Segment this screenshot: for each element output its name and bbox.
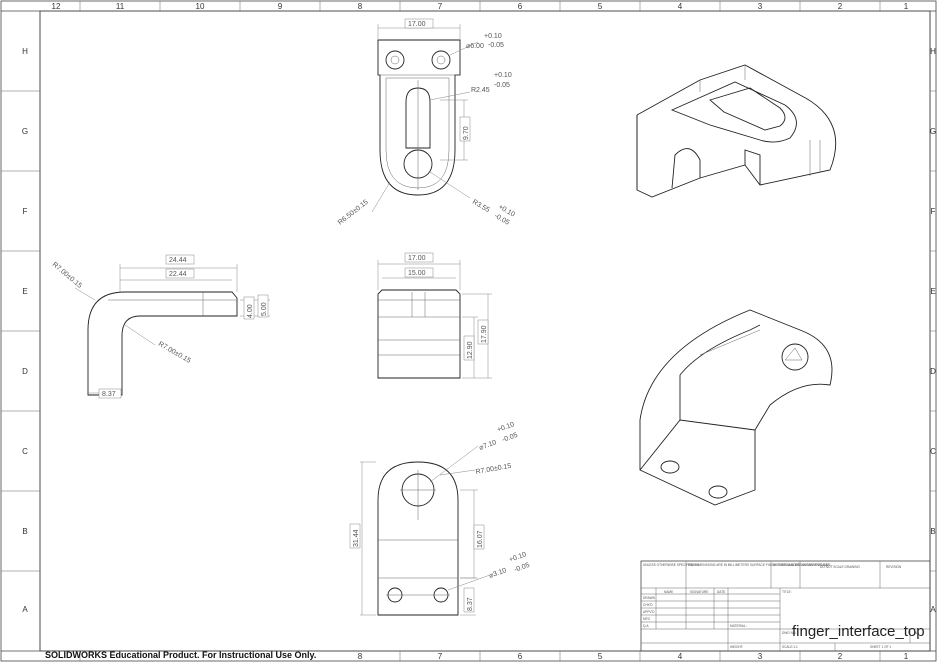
dim-small-hole-dia: ⌀3.10 bbox=[488, 567, 507, 580]
dim-bottom-hole-dia: ⌀7.10 bbox=[478, 439, 497, 452]
tb-sheet: SHEET 1 OF 1 bbox=[870, 645, 891, 649]
dim-slot-tol-minus: -0.05 bbox=[494, 82, 510, 89]
dim-front-inner: 15.00 bbox=[408, 270, 426, 277]
zone-row-B: B bbox=[22, 527, 27, 536]
title-block: UNLESS OTHERWISE SPECIFIED: DIMENSIONS A… bbox=[640, 560, 931, 652]
dim-slot-length: 9.70 bbox=[463, 126, 470, 140]
zone-col-12: 12 bbox=[52, 2, 61, 11]
tb-row-drawn: DRAWN bbox=[643, 596, 656, 600]
tb-dwg-no: DWG NO. bbox=[782, 631, 796, 635]
dim-top-width: 17.00 bbox=[408, 21, 426, 28]
dim-pin-radius: R3.55 bbox=[471, 199, 491, 214]
zone-col-3-bottom: 3 bbox=[758, 652, 763, 661]
tb-row-appvd: APPV'D bbox=[643, 610, 655, 614]
dim-hole-tol-plus: +0.10 bbox=[484, 33, 502, 40]
iso-view-top bbox=[636, 64, 837, 198]
zone-row-H-right: H bbox=[930, 47, 936, 56]
zone-col-1: 1 bbox=[904, 2, 909, 11]
tb-notes: UNLESS OTHERWISE SPECIFIED: DIMENSIONS A… bbox=[643, 563, 831, 567]
zone-col-5: 5 bbox=[598, 2, 603, 11]
zone-row-D-right: D bbox=[930, 367, 936, 376]
zone-col-8-bottom: 8 bbox=[358, 652, 363, 661]
tb-deburr: DEBURR AND BREAK SHARP EDGES bbox=[773, 563, 829, 567]
dim-front-h1: 12.90 bbox=[467, 341, 474, 359]
zone-row-G-right: G bbox=[930, 127, 936, 136]
iso-view-bottom bbox=[639, 309, 833, 506]
dim-bottom-hole-tol-minus: -0.05 bbox=[501, 432, 518, 444]
dim-slot-radius: R2.45 bbox=[471, 87, 490, 94]
zone-col-6-bottom: 6 bbox=[518, 652, 523, 661]
dim-front-width: 17.00 bbox=[408, 255, 426, 262]
dim-side-overall: 24.44 bbox=[169, 257, 187, 264]
zone-row-B-right: B bbox=[930, 527, 935, 536]
dim-slot-tol-plus: +0.10 bbox=[494, 72, 512, 79]
watermark: SOLIDWORKS Educational Product. For Inst… bbox=[45, 650, 317, 660]
tb-row-qa: Q.A bbox=[643, 624, 649, 628]
tb-finish: FINISH: bbox=[688, 563, 699, 567]
tb-size: A3 bbox=[915, 631, 919, 635]
zone-col-6: 6 bbox=[518, 2, 523, 11]
zone-row-E-right: E bbox=[930, 287, 935, 296]
zone-col-5-bottom: 5 bbox=[598, 652, 603, 661]
dim-bottom-base: 8.37 bbox=[467, 597, 474, 611]
dim-small-hole-tol-plus: +0.10 bbox=[508, 551, 527, 564]
zone-col-2: 2 bbox=[838, 2, 843, 11]
zone-row-C-right: C bbox=[930, 447, 936, 456]
zone-row-G: G bbox=[22, 127, 28, 136]
zone-col-4: 4 bbox=[678, 2, 683, 11]
zone-row-C: C bbox=[22, 447, 28, 456]
zone-col-7-bottom: 7 bbox=[438, 652, 443, 661]
tb-col-signature: SIGNATURE bbox=[690, 590, 708, 594]
zone-row-D: D bbox=[22, 367, 28, 376]
dim-bottom-radius: R7.00±0.15 bbox=[475, 463, 512, 476]
zone-row-F-right: F bbox=[931, 207, 936, 216]
tb-col-name: NAME bbox=[664, 590, 673, 594]
dim-side-outer-radius: R7.00±0.15 bbox=[51, 261, 83, 290]
dim-side-inner: 22.44 bbox=[169, 271, 187, 278]
tb-scale: SCALE:1:1 bbox=[782, 645, 798, 649]
dim-small-hole-tol-minus: -0.05 bbox=[513, 562, 530, 574]
tb-material: MATERIAL: bbox=[730, 624, 747, 628]
tb-do-not-scale: DO NOT SCALE DRAWING bbox=[820, 565, 860, 569]
dim-side-thk-5: 5.00 bbox=[261, 302, 268, 316]
zone-col-2-bottom: 2 bbox=[838, 652, 843, 661]
tb-weight: WEIGHT: bbox=[730, 645, 743, 649]
dim-bottom-hole-tol-plus: +0.10 bbox=[496, 421, 515, 434]
drawing-name: finger_interface_top bbox=[792, 623, 925, 640]
zone-row-A: A bbox=[22, 605, 28, 614]
zone-row-A-right: A bbox=[930, 605, 936, 614]
bottom-view: 31.44 16.07 8.37 ⌀7.10 +0.10 -0.05 R7.00… bbox=[349, 421, 531, 616]
dim-outer-radius: R6.50±0.15 bbox=[337, 199, 370, 227]
zone-col-10: 10 bbox=[196, 2, 205, 11]
zone-col-3: 3 bbox=[758, 2, 763, 11]
front-view: 17.00 15.00 12.90 17.90 bbox=[377, 252, 492, 379]
zone-row-E: E bbox=[22, 287, 27, 296]
dim-side-base: 8.37 bbox=[102, 391, 116, 398]
dim-hole-tol-minus: -0.05 bbox=[488, 42, 504, 49]
zone-col-9: 9 bbox=[278, 2, 283, 11]
dim-bottom-height: 31.44 bbox=[353, 529, 360, 547]
zone-col-8: 8 bbox=[358, 2, 363, 11]
dim-side-thk-4: 4.00 bbox=[247, 304, 254, 318]
tb-col-date: DATE bbox=[717, 590, 725, 594]
side-view: 24.44 22.44 4.00 5.00 R7.00±0.15 R7.00±0… bbox=[51, 254, 270, 399]
dim-front-h2: 17.90 bbox=[481, 325, 488, 343]
dim-side-inner-radius: R7.00±0.15 bbox=[157, 341, 192, 365]
zone-col-4-bottom: 4 bbox=[678, 652, 683, 661]
zone-row-H: H bbox=[22, 47, 28, 56]
zone-row-F: F bbox=[23, 207, 28, 216]
top-view: 17.00 ⌀6.00 +0.10 -0.05 R2.45 +0.10 -0.0… bbox=[337, 18, 516, 227]
dim-bottom-mid: 16.07 bbox=[477, 530, 484, 548]
tb-title-label: TITLE: bbox=[782, 590, 792, 594]
tb-revision: REVISION bbox=[886, 565, 902, 569]
tb-row-mfg: MFG bbox=[643, 617, 651, 621]
dim-hole-dia: ⌀6.00 bbox=[466, 43, 484, 50]
zone-col-7: 7 bbox=[438, 2, 443, 11]
zone-col-1-bottom: 1 bbox=[904, 652, 909, 661]
zone-col-11: 11 bbox=[116, 2, 125, 11]
tb-row-chkd: CHK'D bbox=[643, 603, 653, 607]
